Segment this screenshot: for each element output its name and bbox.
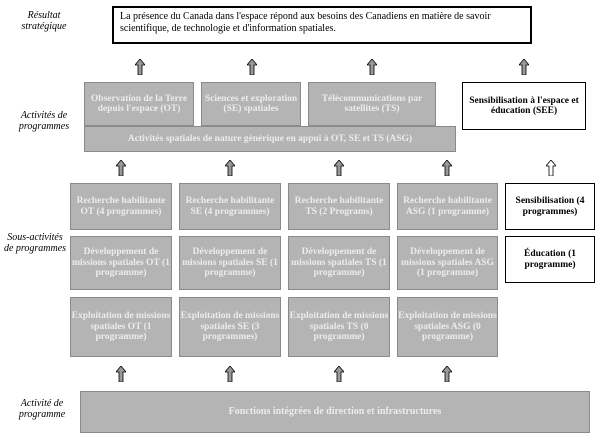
sub-dev-asg: Développement de missions spatiales ASG … bbox=[397, 236, 498, 290]
arrow-up-icon bbox=[519, 59, 529, 75]
activity-see: Sensibilisation à l'espace et éducation … bbox=[462, 82, 586, 130]
sub-rech-asg: Recherche habilitante ASG (1 programme) bbox=[397, 183, 498, 230]
sub-dev-ts: Développement de missions spatiales TS (… bbox=[288, 236, 390, 290]
sub-dev-ot: Développement de missions spatiales OT (… bbox=[70, 236, 172, 290]
arrow-up-icon bbox=[116, 160, 126, 176]
arrow-up-icon bbox=[225, 160, 235, 176]
label-activite-de-programme: Activité de programme bbox=[18, 398, 66, 420]
activity-ot: Observation de la Terre depuis l'espace … bbox=[84, 82, 194, 126]
activity-fonctions-integrees: Fonctions intégrées de direction et infr… bbox=[80, 391, 590, 433]
label-resultat-strategique: Résultat stratégique bbox=[21, 10, 67, 32]
arrow-up-icon bbox=[367, 59, 377, 75]
strategic-result-box: La présence du Canada dans l'espace répo… bbox=[112, 6, 532, 44]
arrow-up-icon bbox=[116, 366, 126, 382]
sub-rech-ts: Recherche habilitante TS (2 Programs) bbox=[288, 183, 390, 230]
arrow-up-icon bbox=[334, 160, 344, 176]
arrow-up-icon bbox=[135, 59, 145, 75]
activity-se: Sciences et exploration (SE) spatiales bbox=[201, 82, 301, 126]
label-activites-de-programmes: Activités de programmes bbox=[18, 110, 70, 132]
sub-rech-ot: Recherche habilitante OT (4 programmes) bbox=[70, 183, 172, 230]
activity-ts: Télécommunications par satellites (TS) bbox=[308, 82, 436, 126]
arrow-up-icon bbox=[442, 160, 452, 176]
arrow-up-icon bbox=[334, 366, 344, 382]
arrow-up-icon bbox=[225, 366, 235, 382]
sub-exp-ts: Exploitation de missions spatiales TS (0… bbox=[288, 297, 390, 357]
sub-exp-ot: Exploitation de missions spatiales OT (1… bbox=[70, 297, 172, 357]
sub-exp-asg: Exploitation de missions spatiales ASG (… bbox=[397, 297, 498, 357]
label-sous-activites: Sous-activités de programmes bbox=[3, 232, 67, 254]
sub-sensibilisation: Sensibilisation (4 programmes) bbox=[505, 183, 595, 230]
activity-asg: Activités spatiales de nature générique … bbox=[84, 126, 456, 152]
arrow-up-outline-icon bbox=[546, 160, 556, 176]
arrow-up-icon bbox=[442, 366, 452, 382]
sub-education: Éducation (1 programme) bbox=[505, 236, 595, 283]
sub-rech-se: Recherche habilitante SE (4 programmes) bbox=[179, 183, 281, 230]
sub-dev-se: Développement de missions spatiales SE (… bbox=[179, 236, 281, 290]
arrow-up-icon bbox=[247, 59, 257, 75]
sub-exp-se: Exploitation de missions spatiales SE (3… bbox=[179, 297, 281, 357]
